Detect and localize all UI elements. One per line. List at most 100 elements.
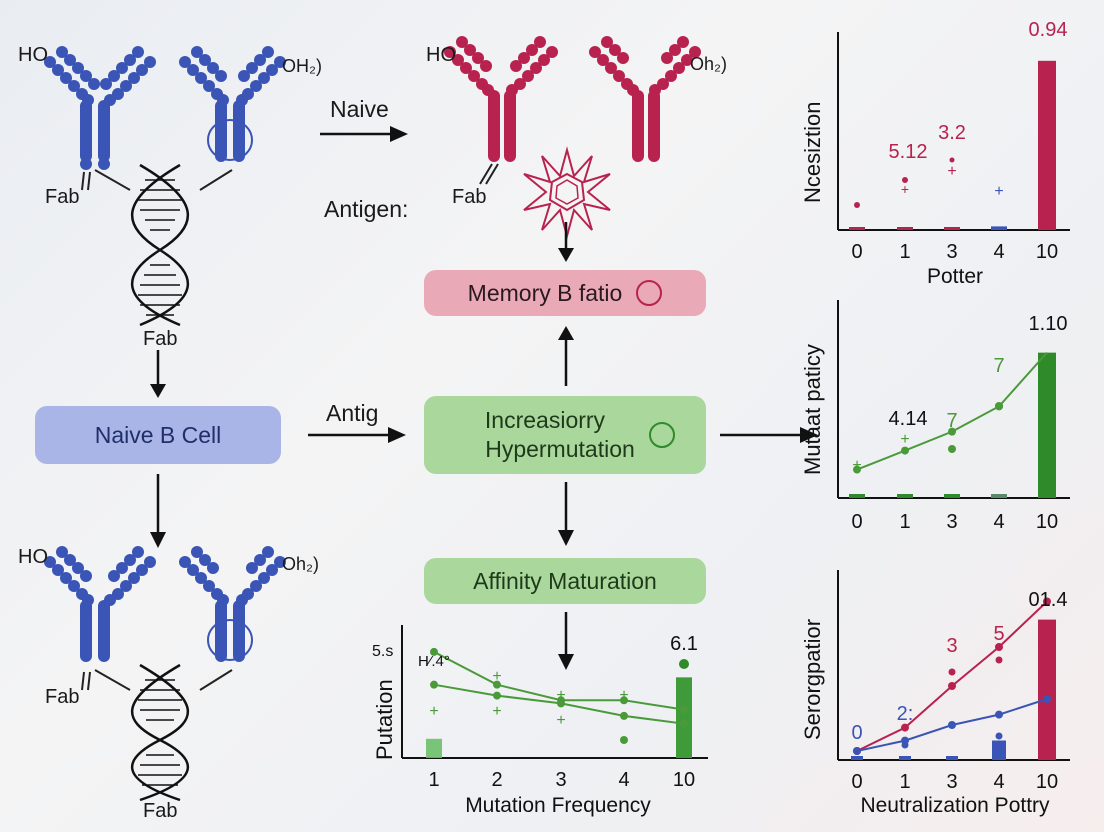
arrow-right-icon [720,427,818,443]
chart1-bar [897,227,913,230]
chart3-point [901,741,909,749]
fab-label: Fab [45,186,80,208]
chart4-point [493,680,501,689]
chart1-data-label: 0.94 [1029,19,1068,41]
chart2-tick-label: 4 [993,511,1004,533]
chart3-y-label: Serorgpatior [800,619,825,740]
chart4-marker: + [492,668,501,685]
chart3-point [1043,695,1051,703]
chart1-marker: + [947,163,956,180]
chart1-tick-label: 10 [1036,241,1058,263]
chart3-point [901,723,909,732]
antigen-label: Antigen: [324,196,409,222]
chart1-bar [944,227,960,230]
arrow-down-icon [150,474,166,548]
chart4-data-label: 5.s [372,643,393,660]
chart3-tick-label: 1 [899,771,910,793]
chart2-data-label: 7 [946,410,957,432]
chart2-point [948,427,956,436]
hydroxyl-label: HO [426,44,456,66]
chart2-y-label: Mutaat paticy [800,344,825,475]
chart4-tick-label: 1 [428,769,439,791]
naive-arrow-label: Naive [330,96,389,122]
antibody-top-left [44,46,286,327]
chart2-tick-label: 10 [1036,511,1058,533]
chart4-tick-label: 10 [673,769,695,791]
oh2-label: Oh₂) [282,554,319,574]
antibody-bottom-left [44,546,286,802]
chart3-point [995,732,1003,740]
chart4-bar [676,677,692,758]
chart1-x-label: Potter [927,265,983,288]
chart3-bar [851,756,863,760]
chart2-data-label: 4.14 [889,408,928,430]
chart4-point [430,680,438,689]
chart4-marker: + [492,703,501,720]
oh2-label: Oh₂) [690,54,727,74]
chart1-bar [1038,60,1056,230]
chart4-tick-label: 4 [618,769,629,791]
chart1-tick-label: 3 [946,241,957,263]
chart4-point [557,699,565,708]
chart2-tick-label: 1 [899,511,910,533]
arrow-down-icon [558,612,574,670]
chart4-point [430,647,438,656]
chart1-bar [991,226,1007,230]
chart4-point [620,696,628,705]
chart4-tick-label: 3 [555,769,566,791]
hypermutation-line1: Increasiorry [484,407,606,434]
chart2-bar [849,494,865,498]
chart1-bar [849,227,865,230]
chart3-bar [1038,619,1056,760]
chart1-data-label: 3.2 [938,122,966,144]
arrow-down-icon [150,350,166,398]
chart3-point [1043,597,1051,606]
chart4-y-label: Putation [372,679,397,760]
chart2-marker: + [900,431,909,448]
chart3-point [995,656,1003,664]
arrow-down-icon [558,222,574,262]
chart4-x-label: Mutation Frequency [465,794,651,817]
arrow-right-icon [308,427,406,443]
fab-label: Fab [143,800,178,822]
chart1-data-label: 5.12 [889,141,928,163]
chart2-data-label: 7 [993,355,1004,377]
chart4-marker: + [556,712,565,729]
chart1-tick-label: 4 [993,241,1004,263]
chart3-tick-label: 10 [1036,771,1058,793]
antibody-top-middle [444,36,701,185]
chart4-marker: + [429,703,438,720]
oh2-label: OH₂) [282,56,322,76]
chart4-tick-label: 2 [491,769,502,791]
chart3-x-label: Neutralization Pottry [860,794,1050,817]
chart4-point [680,705,688,714]
chart1-point [949,157,955,163]
chart2-point [948,445,956,453]
chart4-bar [426,738,442,758]
chart2-tick-label: 3 [946,511,957,533]
chart4-marker: + [556,687,565,704]
hypermutation-line2: Hypermutation [485,436,635,462]
naive-b-cell-box: Naive B Cell [35,406,281,464]
arrow-down-icon [558,482,574,546]
chart2-point [853,465,861,474]
chart1-point [854,202,860,208]
chart3-bar [899,756,911,760]
chart1-tick-label: 1 [899,241,910,263]
chart4-point [680,719,688,728]
chart2-bar [944,494,960,498]
chart3-data-label: 01.4 [1029,589,1068,611]
arrow-up-icon [558,326,574,386]
fab-label: Fab [45,686,80,708]
chart3-point [948,721,956,729]
chart2-data-label: 1.10 [1029,313,1068,335]
chart3-bar [946,756,958,760]
memory-b-label: Memory B fatio [467,279,623,306]
chart2-bar [1038,352,1056,498]
chart3-data-label: 0 [851,722,862,744]
chart1-y-label: Ncesiztion [800,102,825,203]
chart4-point [493,691,501,700]
chart3-point [948,682,956,690]
chart3-tick-label: 4 [993,771,1004,793]
chart1-tick-label: 0 [851,241,862,263]
